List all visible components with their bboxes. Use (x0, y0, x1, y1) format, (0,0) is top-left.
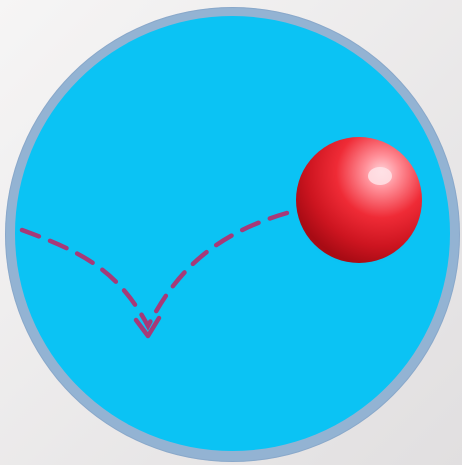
trajectory-dashed-line (22, 210, 298, 326)
ball-highlight (368, 167, 392, 185)
red-ball (296, 137, 422, 263)
